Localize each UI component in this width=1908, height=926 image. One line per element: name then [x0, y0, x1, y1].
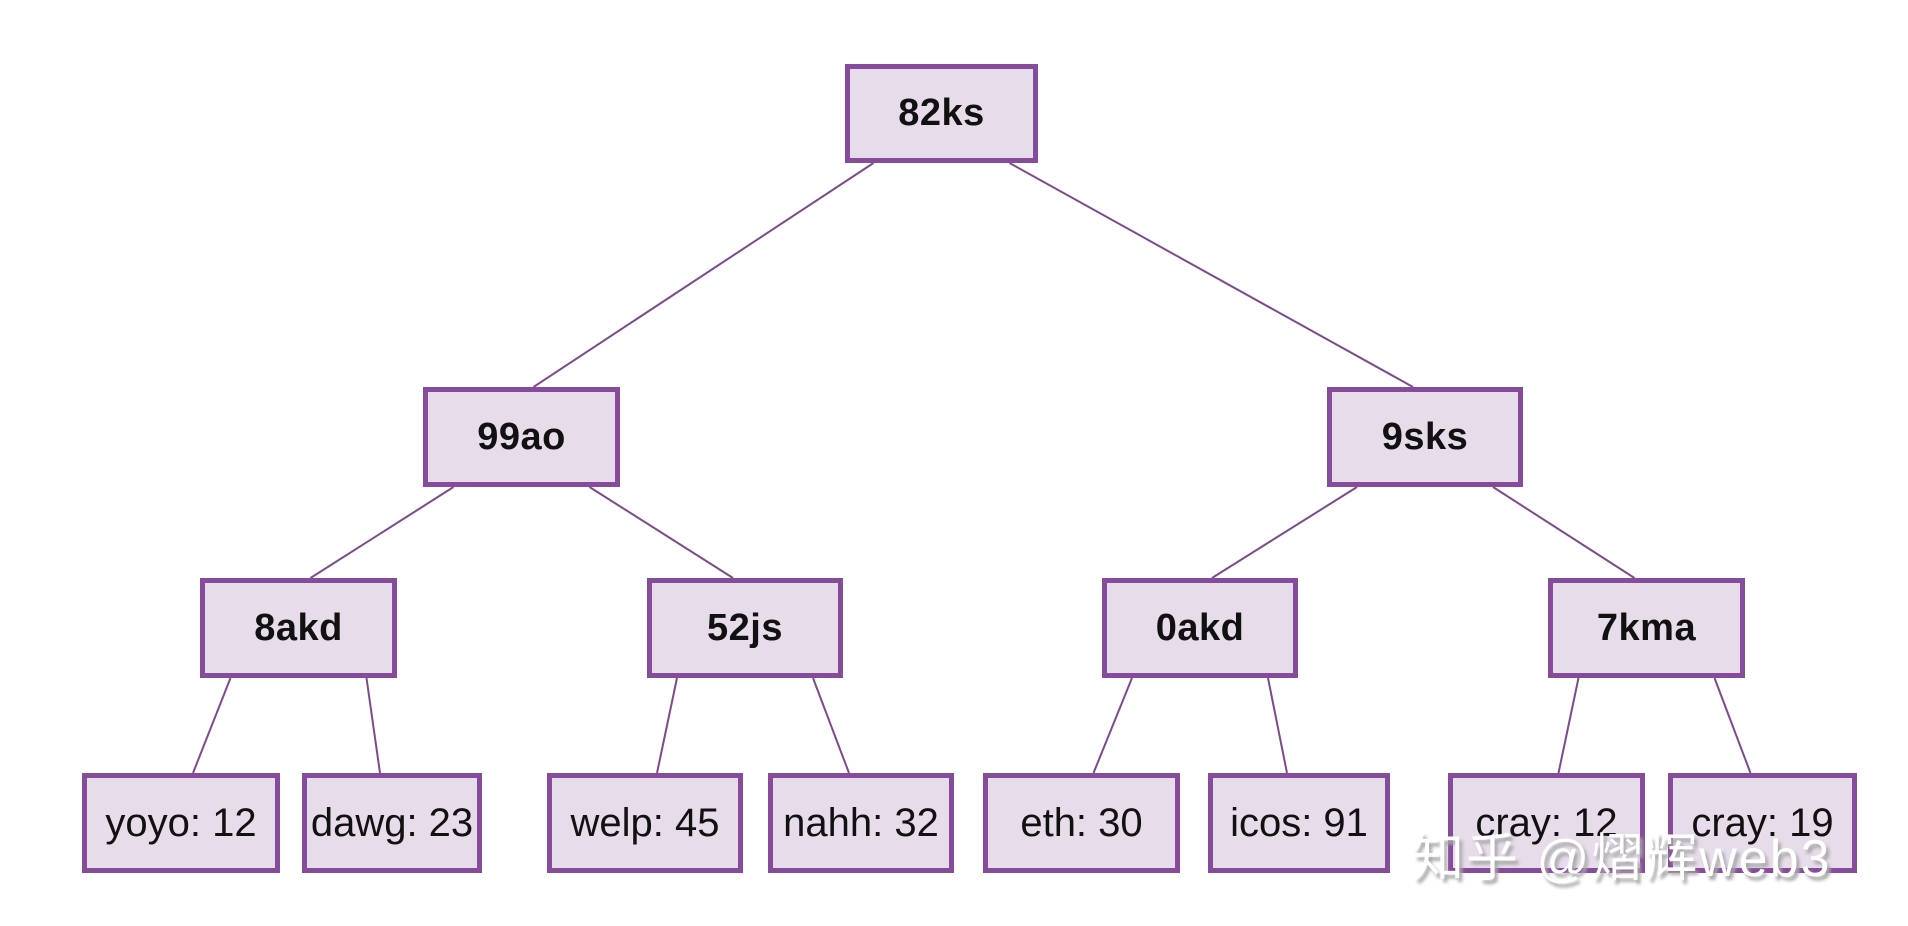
tree-node-label: 0akd — [1155, 606, 1245, 649]
tree-node-label: yoyo: 12 — [105, 800, 257, 845]
tree-node-0akd: 0akd — [1102, 578, 1298, 678]
tree-edge-8akd-dawg — [365, 677, 381, 774]
tree-node-99ao: 99ao — [423, 387, 620, 487]
tree-node-label: welp: 45 — [570, 800, 720, 845]
tree-edge-0akd-eth — [1092, 677, 1133, 774]
tree-node-label: dawg: 23 — [310, 800, 474, 845]
tree-edge-0akd-icos — [1267, 677, 1288, 774]
tree-edge-7kma-cray19 — [1713, 677, 1752, 774]
tree-node-label: nahh: 32 — [783, 800, 939, 845]
tree-node-label: 8akd — [254, 606, 343, 649]
tree-node-label: icos: 91 — [1230, 800, 1368, 845]
tree-node-label: 7kma — [1596, 606, 1697, 649]
tree-node-7kma: 7kma — [1548, 578, 1745, 678]
tree-edge-52js-nahh — [812, 677, 850, 774]
tree-node-welp: welp: 45 — [547, 773, 743, 873]
tree-edge-52js-welp — [656, 677, 678, 774]
tree-edge-7kma-cray12 — [1557, 677, 1580, 774]
tree-node-nahh: nahh: 32 — [768, 773, 954, 873]
tree-node-icos: icos: 91 — [1208, 773, 1390, 873]
tree-node-82ks: 82ks — [845, 64, 1038, 163]
tree-node-label: 99ao — [477, 415, 566, 458]
tree-node-yoyo: yoyo: 12 — [82, 773, 280, 873]
tree-edge-8akd-yoyo — [192, 677, 232, 774]
tree-edge-82ks-99ao — [532, 162, 875, 388]
tree-node-52js: 52js — [647, 578, 843, 678]
tree-node-label: 9sks — [1381, 415, 1469, 458]
tree-edge-9sks-7kma — [1492, 486, 1636, 579]
tree-node-eth: eth: 30 — [983, 773, 1180, 873]
watermark: 知乎 @熠辉web3 — [1412, 830, 1832, 888]
tree-edge-9sks-0akd — [1211, 486, 1358, 579]
tree-node-label: 52js — [707, 606, 783, 649]
tree-node-label: eth: 30 — [1020, 800, 1143, 845]
tree-node-cray19: cray: 19 — [1668, 773, 1857, 873]
tree-edge-99ao-8akd — [309, 486, 455, 579]
tree-edge-99ao-52js — [588, 486, 734, 579]
tree-node-8akd: 8akd — [200, 578, 397, 678]
tree-node-9sks: 9sks — [1327, 387, 1523, 487]
tree-node-label: 82ks — [898, 92, 985, 134]
tree-node-cray12: cray: 12 — [1448, 773, 1645, 873]
tree-node-label: cray: 19 — [1691, 800, 1834, 845]
tree-edge-82ks-9sks — [1009, 162, 1414, 388]
tree-node-label: cray: 12 — [1475, 800, 1618, 845]
tree-node-dawg: dawg: 23 — [302, 773, 482, 873]
